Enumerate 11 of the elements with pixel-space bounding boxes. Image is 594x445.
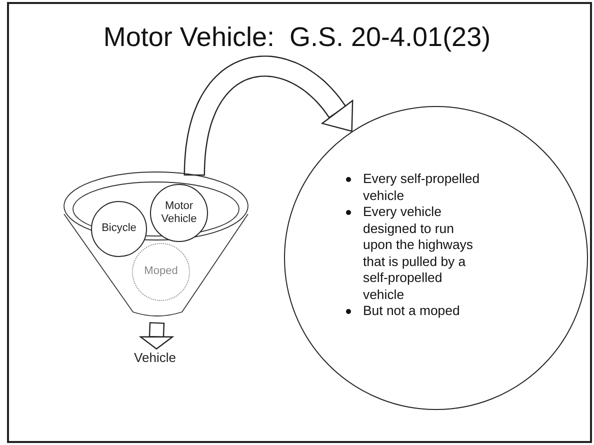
circle-node: Motor Vehicle xyxy=(150,184,208,242)
circle-node: Moped xyxy=(132,243,190,301)
bullet-text: Every self-propelled vehicle xyxy=(363,171,481,204)
bullet-text: Every vehicle designed to run upon the highways that is pulled by a self-propelled vehicle xyxy=(363,204,474,303)
slide-title: Motor Vehicle: G.S. 20-4.01(23) xyxy=(102,22,492,53)
bullet-text: But not a moped xyxy=(363,303,461,320)
circle-shape xyxy=(284,106,588,410)
block-arrow xyxy=(140,322,174,350)
circle-node: Bicycle xyxy=(91,201,147,257)
output-label: Vehicle xyxy=(115,350,195,368)
block-arrow xyxy=(184,56,354,176)
